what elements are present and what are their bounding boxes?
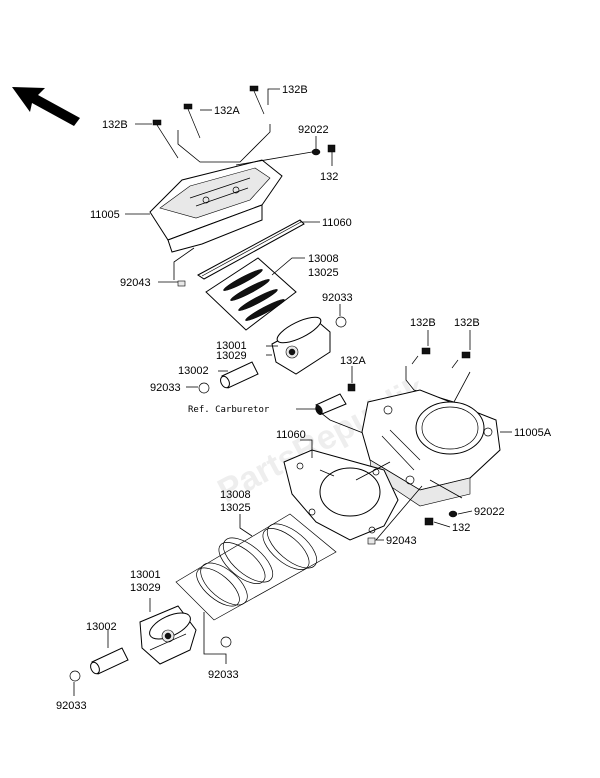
label-132b-top: 132B bbox=[282, 84, 308, 96]
label-13002-bottom: 13002 bbox=[86, 621, 117, 633]
label-132-bottom: 132 bbox=[452, 522, 470, 534]
label-13008-top: 13008 bbox=[308, 253, 339, 265]
head-gasket-top bbox=[197, 219, 305, 280]
piston-ring-set-top bbox=[205, 257, 297, 331]
label-132b-left: 132B bbox=[102, 119, 128, 131]
label-92033-bottom-left: 92033 bbox=[56, 700, 87, 712]
label-132-top: 132 bbox=[320, 171, 338, 183]
circlip-92033-bottom-right bbox=[220, 636, 232, 648]
label-132a-mid: 132A bbox=[340, 355, 366, 367]
label-132b-right-2: 132B bbox=[454, 317, 480, 329]
label-92033-mid: 92033 bbox=[150, 382, 181, 394]
label-92033-top: 92033 bbox=[322, 292, 353, 304]
bolt-132a-top bbox=[183, 103, 201, 139]
piston-pin-bottom bbox=[90, 647, 129, 675]
label-92033-bottom-right: 92033 bbox=[208, 669, 239, 681]
label-92043-top: 92043 bbox=[120, 277, 151, 289]
label-92043-bottom: 92043 bbox=[386, 535, 417, 547]
label-92022-bottom: 92022 bbox=[474, 506, 505, 518]
label-13008-bottom: 13008 bbox=[220, 489, 251, 501]
piston-ring-set-bottom bbox=[175, 513, 337, 621]
dowel-pin-92043-top bbox=[177, 280, 186, 287]
label-11060-bottom: 11060 bbox=[276, 429, 306, 441]
label-132b-right-1: 132B bbox=[410, 317, 436, 329]
bolt-132b-top bbox=[249, 85, 265, 115]
piston-pin-top bbox=[220, 361, 259, 389]
label-11060-top: 11060 bbox=[322, 217, 352, 229]
piston-top bbox=[271, 316, 331, 375]
label-13029-bottom: 13029 bbox=[130, 582, 161, 594]
circlip-92033-bottom-left bbox=[69, 670, 81, 682]
bolt-132b-right-2 bbox=[451, 351, 471, 369]
label-ref-carburetor: Ref. Carburetor bbox=[188, 405, 270, 415]
bolt-132a-mid bbox=[347, 383, 356, 392]
label-13025-bottom: 13025 bbox=[220, 502, 251, 514]
label-13001-top: 13001 bbox=[216, 340, 247, 352]
washer-92022-top bbox=[311, 148, 321, 156]
label-92022-top: 92022 bbox=[298, 124, 329, 136]
bolt-132-bottom bbox=[424, 517, 434, 526]
label-13002-top: 13002 bbox=[178, 365, 209, 377]
circlip-92033-mid bbox=[198, 382, 210, 394]
label-11005: 11005 bbox=[90, 209, 120, 221]
label-13001-bottom: 13001 bbox=[130, 569, 161, 581]
cylinder-head-front bbox=[149, 151, 313, 253]
label-13025-top: 13025 bbox=[308, 267, 339, 279]
cylinder-block bbox=[361, 389, 501, 507]
circlip-92033-top bbox=[335, 316, 347, 328]
dowel-pin-92043-bottom bbox=[367, 537, 376, 545]
label-11005a: 11005A bbox=[514, 427, 552, 439]
washer-92022-bottom bbox=[448, 510, 458, 518]
bolt-132-top bbox=[327, 144, 336, 153]
label-13029-top: 13029 bbox=[216, 350, 247, 362]
bolt-132b-right-1 bbox=[411, 347, 431, 365]
bolt-132b-left bbox=[152, 119, 179, 159]
front-direction-arrow-icon bbox=[12, 87, 80, 126]
piston-bottom bbox=[139, 605, 197, 665]
label-132a-top: 132A bbox=[214, 105, 240, 117]
